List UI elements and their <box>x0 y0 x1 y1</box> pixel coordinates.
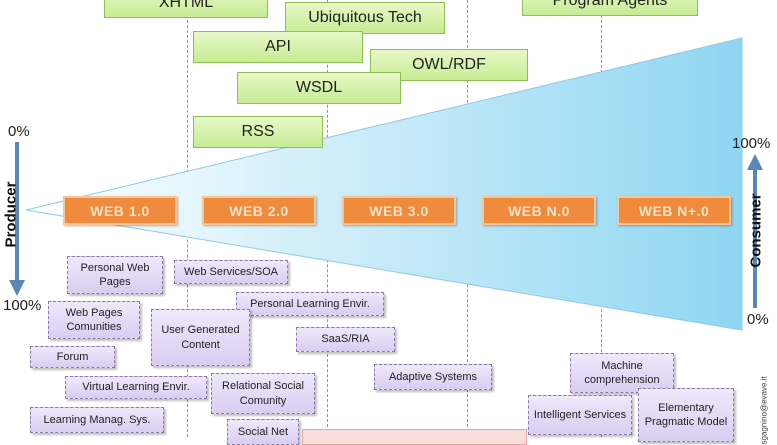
web-n-0-label: WEB N.0 <box>508 202 570 219</box>
web-n-0-box: WEB N.0 <box>482 196 596 225</box>
ubiquitous-tech-label: Ubiquitous Tech <box>308 9 422 26</box>
api-box: API <box>193 31 363 63</box>
consumer-top-percent: 100% <box>732 135 771 152</box>
producer-arrow <box>9 142 25 296</box>
consumer-label: Consumer <box>747 193 765 268</box>
personal-web-pages-box: Personal Web Pages <box>67 256 163 294</box>
virtual-learning-box: Virtual Learning Envir. <box>65 376 207 399</box>
web-n-plus-0-box: WEB N+.0 <box>617 196 731 225</box>
pink-box <box>302 429 527 445</box>
wsdl-label: WSDL <box>295 79 343 96</box>
web-3-0-box: WEB 3.0 <box>342 196 456 225</box>
program-agents-box: Program Agents <box>522 0 698 16</box>
author-credit: sgagnino@evave.it <box>759 376 769 445</box>
web-2-0-box: WEB 2.0 <box>202 196 316 225</box>
api-label: API <box>265 38 291 55</box>
web-1-0-box: WEB 1.0 <box>63 196 177 225</box>
forum-box: Forum <box>30 346 115 368</box>
relational-social-box: Relational Social Comunity <box>211 373 315 414</box>
personal-learning-box: Personal Learning Envir. <box>236 292 384 316</box>
rss-label: RSS <box>241 123 275 140</box>
adaptive-systems-box: Adaptive Systems <box>374 364 492 390</box>
consumer-bottom-percent: 0% <box>747 311 769 328</box>
web-pages-comunities-box: Web Pages Comunities <box>48 301 140 339</box>
saas-ria-box: SaaS/RIA <box>296 327 395 352</box>
machine-comprehension-box: Machine comprehension <box>570 353 674 393</box>
wsdl-box: WSDL <box>237 72 401 104</box>
ubiquitous-tech-box: Ubiquitous Tech <box>285 2 445 34</box>
program-agents-label: Program Agents <box>552 0 668 9</box>
user-generated-box: User Generated Content <box>151 309 250 366</box>
learning-manag-box: Learning Manag. Sys. <box>30 407 164 433</box>
web-n-plus-0-label: WEB N+.0 <box>638 202 710 219</box>
web-services-soa-box: Web Services/SOA <box>174 260 288 284</box>
intelligent-services-box: Intelligent Services <box>528 395 632 435</box>
social-net-box: Social Net <box>227 419 299 445</box>
xhtml-box: XHTML <box>104 0 268 18</box>
producer-label: Producer <box>2 181 20 248</box>
xhtml-label: XHTML <box>158 0 214 11</box>
elementary-pragmatic-box: Elementary Pragmatic Model <box>638 388 734 442</box>
web-1-0-label: WEB 1.0 <box>90 202 150 219</box>
web-2-0-label: WEB 2.0 <box>229 202 289 219</box>
producer-top-percent: 0% <box>8 123 30 140</box>
consumer-arrow <box>747 154 763 308</box>
rss-box: RSS <box>193 116 323 148</box>
owl-rdf-label: OWL/RDF <box>412 56 486 73</box>
web-3-0-label: WEB 3.0 <box>369 202 429 219</box>
producer-bottom-percent: 100% <box>3 297 42 314</box>
